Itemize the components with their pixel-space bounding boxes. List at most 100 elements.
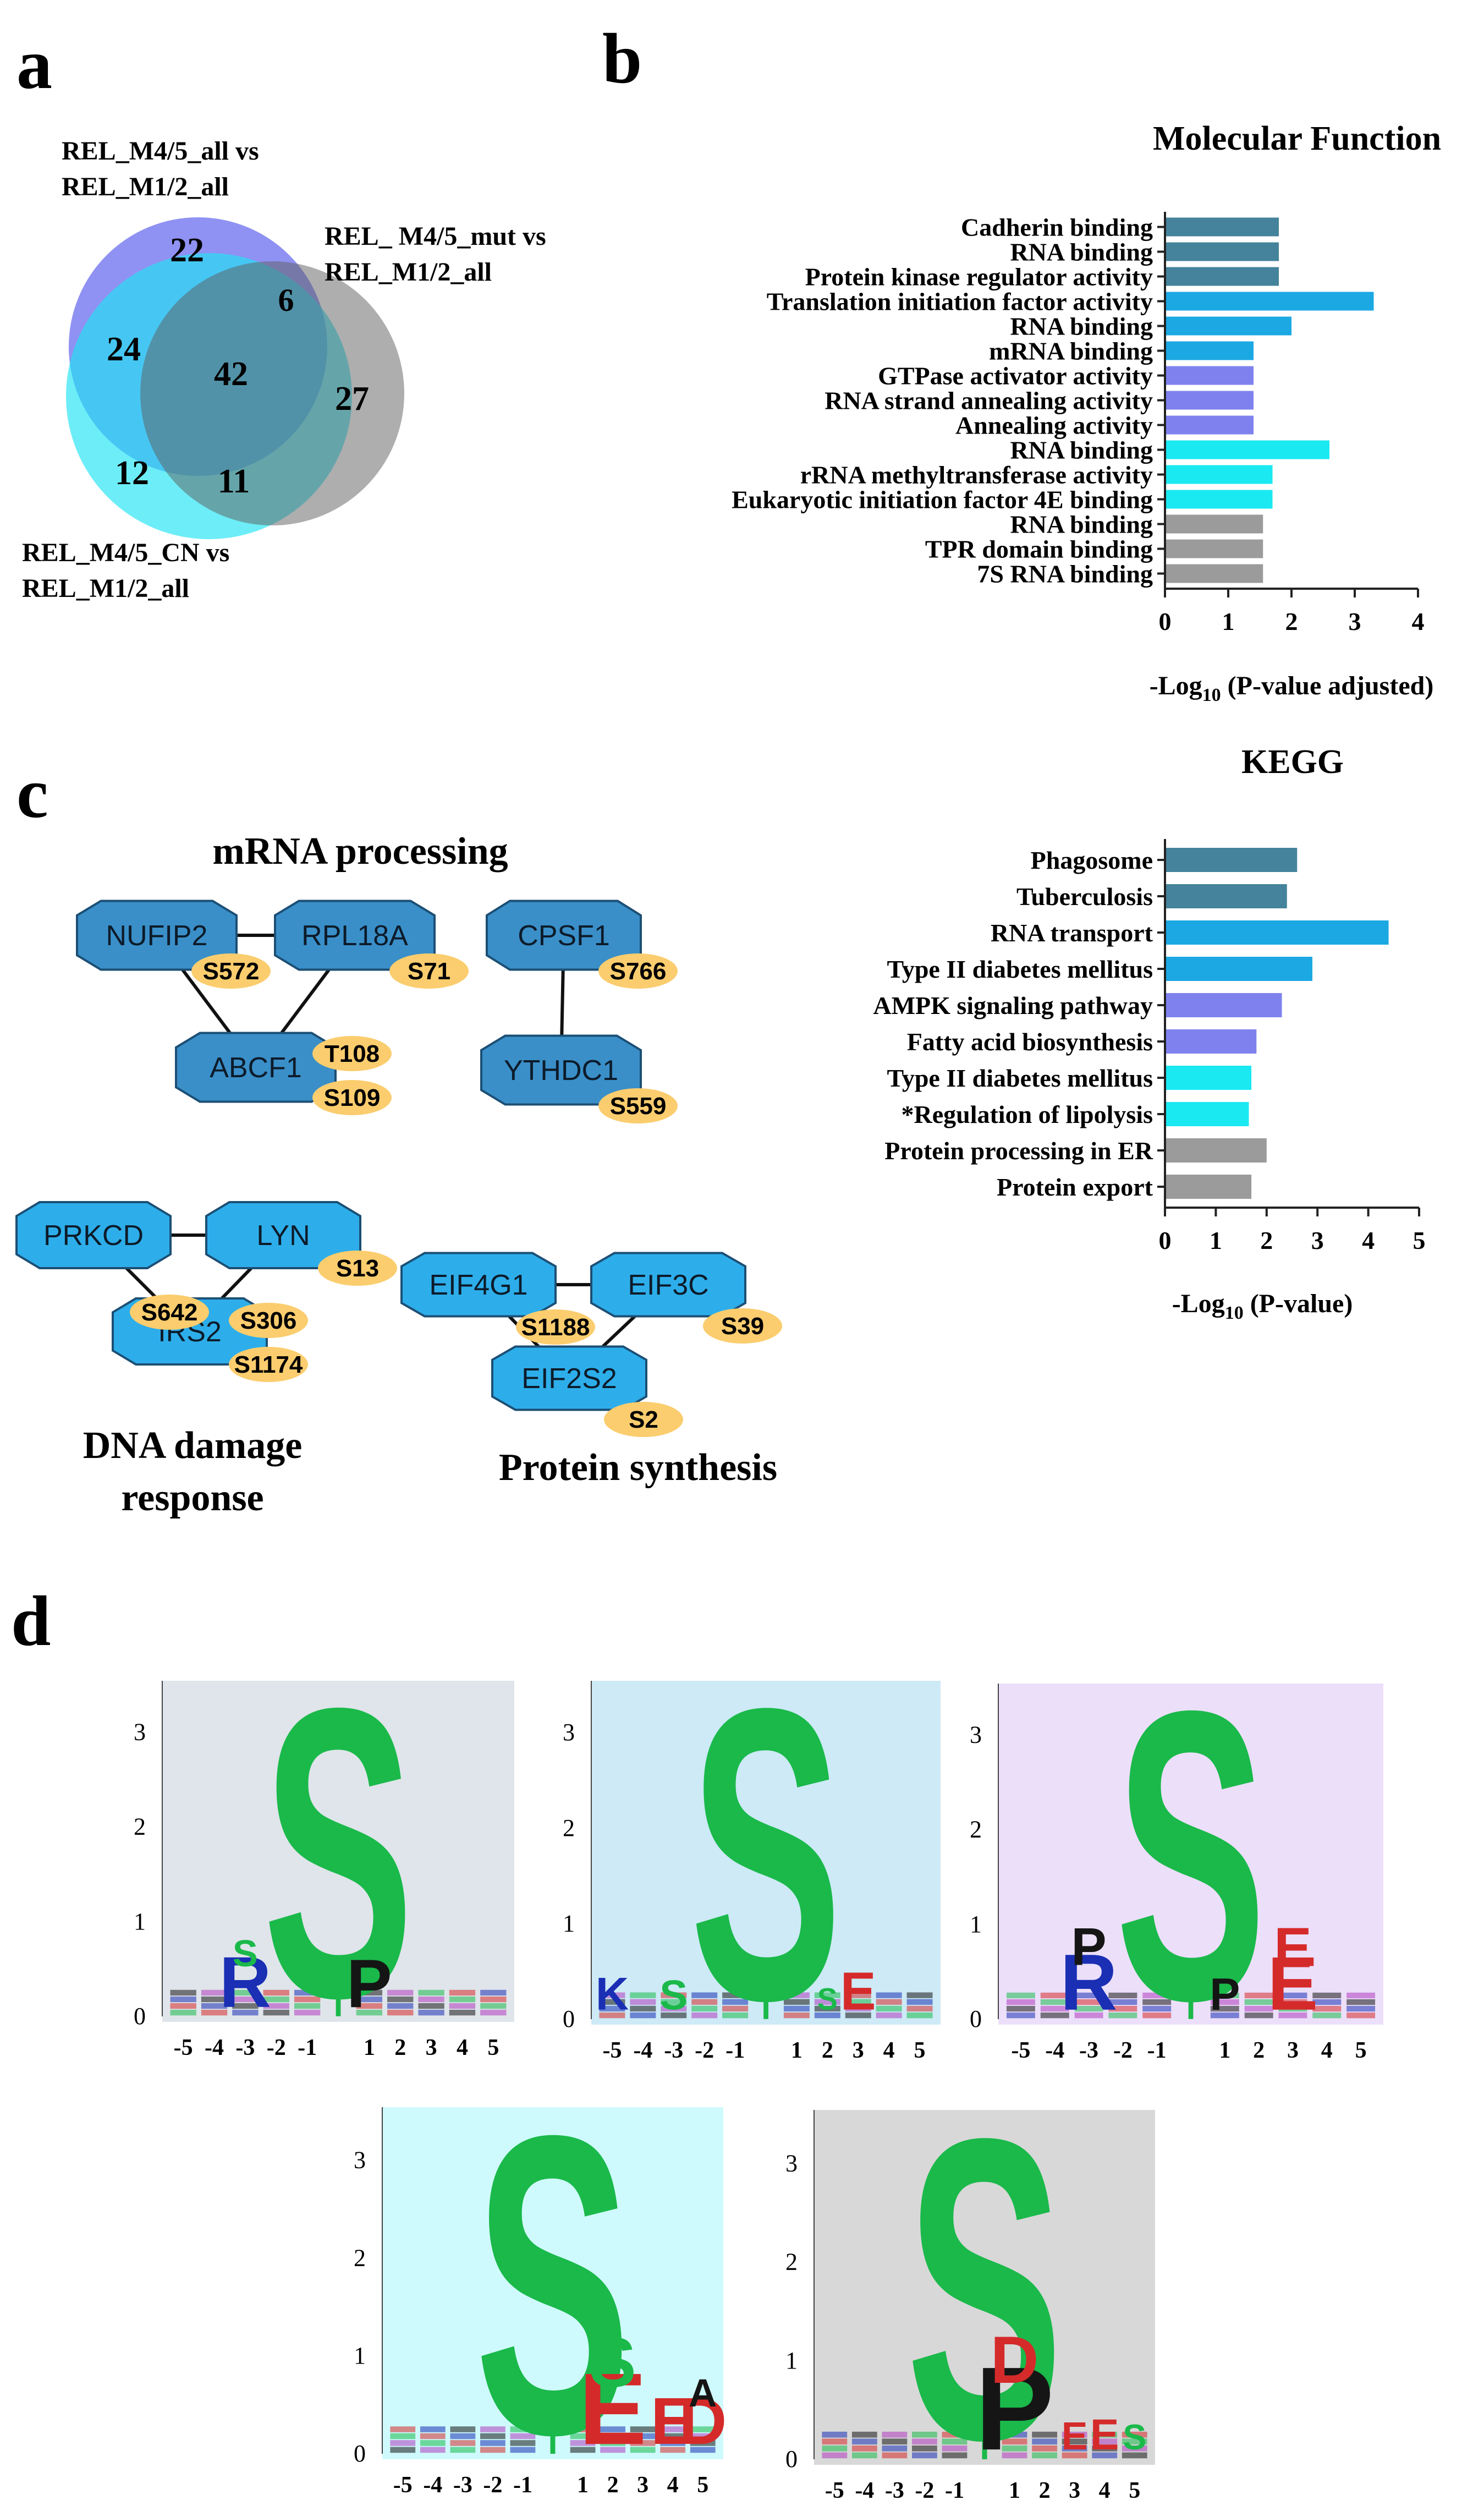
logo-minor-letter xyxy=(570,2426,596,2432)
network-node xyxy=(15,1201,172,1269)
logo-minor-letter xyxy=(1278,1992,1307,1999)
phosphosite-badge xyxy=(598,953,678,989)
logo-position-label: 4 xyxy=(1321,2038,1333,2063)
mf-category-label: GTPase activator activity xyxy=(878,362,1153,390)
logo-minor-letter xyxy=(882,2445,908,2452)
kegg-category-label: Protein processing in ER xyxy=(884,1137,1153,1165)
logo-position-label: -2 xyxy=(915,2478,934,2503)
phosphosite-badge xyxy=(516,1309,595,1345)
venn-label-all-2: REL_M1/2_all xyxy=(62,172,229,201)
logo-ytick-label: 0 xyxy=(785,2446,798,2472)
logo-minor-letter xyxy=(420,2440,446,2446)
kegg-bar xyxy=(1165,1029,1257,1054)
logo-minor-letter xyxy=(1062,2452,1087,2459)
logo-minor-letter xyxy=(450,2426,476,2432)
logo-minor-letter xyxy=(1142,1992,1172,1999)
kegg-category-label: Tuberculosis xyxy=(1016,882,1153,911)
logo-background xyxy=(382,2107,723,2459)
mf-category-label: 7S RNA binding xyxy=(977,560,1153,588)
logo-minor-letter xyxy=(1092,2445,1118,2452)
logo-minor-letter xyxy=(942,2445,968,2452)
mf-category-label: RNA binding xyxy=(1010,511,1153,539)
kegg-xtick-label: 2 xyxy=(1260,1226,1273,1254)
logo-ytick-label: 3 xyxy=(785,2150,798,2177)
logo-residue: E xyxy=(1062,2414,1088,2458)
logo-minor-letter xyxy=(1210,1999,1239,2005)
logo-minor-letter xyxy=(599,1999,625,2005)
logo-minor-letter xyxy=(480,2009,507,2016)
logo-minor-letter xyxy=(1002,2438,1027,2445)
logo-minor-letter xyxy=(912,2438,937,2445)
logo-minor-letter xyxy=(1040,1999,1069,2005)
venn-count-center: 42 xyxy=(214,355,248,393)
logo-minor-letter xyxy=(722,2005,749,2012)
logo-position-label: 5 xyxy=(1355,2038,1367,2063)
logo-minor-letter xyxy=(1346,1999,1376,2005)
logo-position-label: 4 xyxy=(667,2472,679,2498)
venn-label-mut-2: REL_M1/2_all xyxy=(325,257,492,287)
logo-minor-letter xyxy=(420,2426,446,2432)
logo-minor-letter xyxy=(1002,2431,1027,2438)
logo-minor-letter xyxy=(170,2009,196,2016)
logo-minor-letter xyxy=(294,1996,321,2003)
phosphosite-badge xyxy=(604,1402,683,1437)
mf-bar xyxy=(1165,267,1279,286)
logo-minor-letter xyxy=(600,2426,625,2432)
logo-center-residue: S xyxy=(263,1622,414,2084)
logo-ytick-label: 0 xyxy=(970,2005,982,2032)
logo-minor-letter xyxy=(1108,1999,1137,2005)
logo-position-label: 3 xyxy=(637,2472,648,2498)
logo-position-label: -1 xyxy=(298,2035,317,2060)
logo-minor-letter xyxy=(661,1999,687,2005)
logo-minor-letter xyxy=(1122,2452,1147,2459)
logo-position-label: 3 xyxy=(1287,2038,1299,2063)
logo-minor-letter xyxy=(449,2003,476,2009)
kegg-xtick-label: 4 xyxy=(1362,1226,1375,1254)
network-node xyxy=(175,1032,337,1103)
logo-residue: E xyxy=(840,1961,876,2021)
logo-minor-letter xyxy=(170,2003,196,2009)
logo-ytick-label: 2 xyxy=(563,1814,575,1841)
logo-minor-letter xyxy=(1032,2438,1057,2445)
logo-minor-letter xyxy=(450,2447,476,2453)
network-node-label: NUFIP2 xyxy=(106,920,208,952)
logo-minor-letter xyxy=(1002,2445,1027,2452)
logo-residue: S xyxy=(817,1982,838,2016)
network-title-protein: Protein synthesis xyxy=(499,1446,777,1489)
logo-position-label: -3 xyxy=(664,2038,683,2063)
logo-minor-letter xyxy=(232,1996,259,2003)
logo-position-label: -2 xyxy=(1113,2038,1133,2063)
venn-count-only-mut: 27 xyxy=(335,380,369,418)
logo-minor-letter xyxy=(1006,1999,1035,2005)
kegg-bar xyxy=(1165,884,1287,908)
logo-residue: A xyxy=(689,2372,717,2415)
logo-minor-letter xyxy=(232,2009,259,2016)
phosphosite-label: S2 xyxy=(629,1406,658,1433)
logo-position-label: -3 xyxy=(453,2472,472,2498)
logo-residue: P xyxy=(975,2342,1054,2475)
logo-position-label: -2 xyxy=(695,2038,714,2063)
logo-minor-letter xyxy=(1074,1999,1103,2005)
mf-xtick-label: 1 xyxy=(1222,607,1235,635)
mf-category-label: RNA binding xyxy=(1010,312,1153,341)
logo-position-label: 5 xyxy=(914,2038,926,2063)
logo-minor-letter xyxy=(1210,1992,1239,1999)
mf-bar xyxy=(1165,564,1263,583)
venn-count-only-cn: 12 xyxy=(115,454,149,492)
logo-minor-letter xyxy=(783,2012,810,2019)
logo-minor-letter xyxy=(882,2452,908,2459)
logo-minor-letter xyxy=(356,1996,383,2003)
logo-ytick-label: 1 xyxy=(134,1908,146,1935)
logo-minor-letter xyxy=(630,2005,656,2012)
logo-position-label: 5 xyxy=(487,2035,499,2060)
logo-position-label: 4 xyxy=(457,2035,468,2060)
logo-residue: K xyxy=(596,1969,629,2020)
logo-minor-letter xyxy=(480,2426,505,2432)
venn-count-mut-cn: 11 xyxy=(218,463,250,500)
phosphosite-badge xyxy=(191,953,271,989)
logo-minor-letter xyxy=(845,1992,871,1998)
logo-minor-letter xyxy=(1244,2012,1273,2019)
logo-minor-letter xyxy=(1108,2005,1137,2012)
logo-position-label: 1 xyxy=(364,2035,375,2060)
